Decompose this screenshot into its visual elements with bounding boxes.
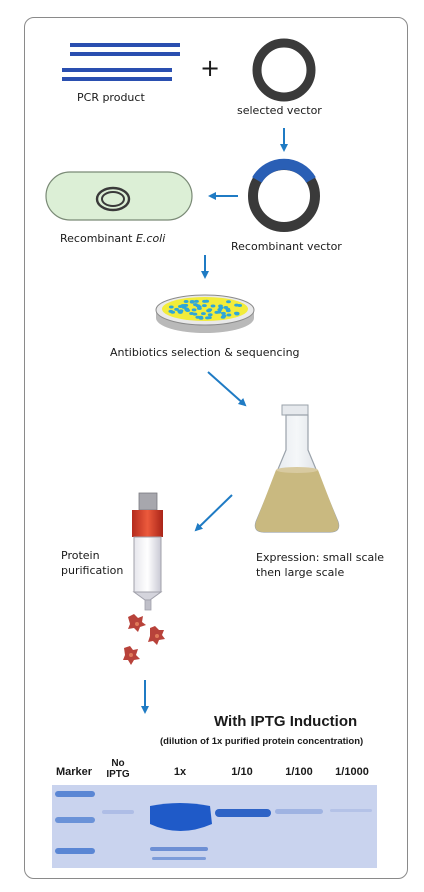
- pcr-product-label: PCR product: [77, 91, 145, 104]
- colony-dot: [192, 312, 198, 316]
- lane-label-1-100: 1/100: [285, 766, 313, 778]
- colony-dot: [194, 299, 199, 303]
- colony-dot: [226, 313, 232, 317]
- colony-dot: [178, 309, 184, 313]
- lane-label-1-10: 1/10: [231, 766, 253, 778]
- colony-dot: [174, 307, 180, 311]
- recombinant-vector-label: Recombinant vector: [231, 240, 342, 253]
- colony-dot: [234, 303, 240, 307]
- recombinant-vector-icon: [248, 158, 320, 232]
- arrow-diag-1: [207, 371, 247, 407]
- colony-dot: [221, 311, 226, 315]
- colony-dot: [202, 304, 207, 308]
- colony-dot: [201, 312, 206, 316]
- selected-vector-icon: [252, 38, 316, 102]
- recombinant-ecoli-label-italic: E.coli: [135, 232, 166, 245]
- colony-dot: [191, 308, 197, 312]
- colony-dot: [197, 307, 202, 310]
- arrow-diag-2: [194, 494, 233, 532]
- colony-dot: [225, 307, 231, 311]
- colony-dot: [193, 303, 198, 307]
- recombinant-ecoli-icon: [45, 171, 193, 221]
- lane-label-no-iptg-line1: No: [111, 758, 125, 769]
- flask-icon: [254, 404, 340, 533]
- colony-dot: [221, 314, 227, 318]
- colony-dot: [207, 316, 212, 320]
- expression-label-line2: then large scale: [256, 566, 345, 579]
- petri-dish-icon: [155, 294, 255, 333]
- colony-dot: [210, 304, 216, 308]
- recombinant-ecoli-label: Recombinant E.coli: [60, 232, 165, 245]
- colony-dot: [183, 300, 189, 303]
- lane-label-1x: 1x: [173, 766, 187, 778]
- lane-label-marker: Marker: [55, 766, 93, 778]
- sds-page-gel: [52, 785, 377, 868]
- colony-dot: [218, 304, 223, 308]
- recombinant-ecoli-label-prefix: Recombinant: [60, 232, 136, 245]
- plus-sign: +: [200, 54, 221, 82]
- colony-dot: [234, 312, 240, 316]
- selected-vector-label: selected vector: [237, 104, 322, 117]
- diagram-frame: [24, 17, 408, 879]
- pcr-product-icon: [62, 43, 180, 81]
- colony-dot: [207, 308, 213, 312]
- protein-purification-label-line1: Protein: [61, 549, 100, 562]
- colony-dot: [202, 299, 207, 303]
- purification-column-icon: [132, 492, 163, 611]
- protein-purification-label-line2: purification: [61, 564, 124, 577]
- expression-label-line1: Expression: small scale: [256, 551, 385, 564]
- lane-label-no-iptg-line2: IPTG: [106, 769, 130, 780]
- gel-title: With IPTG Induction: [214, 713, 358, 730]
- antibiotics-label: Antibiotics selection & sequencing: [110, 346, 300, 359]
- colony-dot: [198, 316, 204, 320]
- colony-dot: [217, 308, 223, 312]
- protein-particles-icon: [123, 614, 165, 665]
- lane-label-1-1000: 1/1000: [335, 766, 369, 778]
- colony-dot: [189, 300, 195, 303]
- colony-dot: [226, 300, 231, 304]
- colony-dot: [180, 304, 186, 308]
- gel-subtitle: (dilution of 1x purified protein concent…: [160, 736, 364, 747]
- colony-dot: [184, 308, 190, 312]
- colony-dot: [207, 313, 213, 317]
- colony-dot: [168, 309, 174, 313]
- colony-dot: [214, 310, 220, 314]
- colony-dot: [168, 305, 174, 309]
